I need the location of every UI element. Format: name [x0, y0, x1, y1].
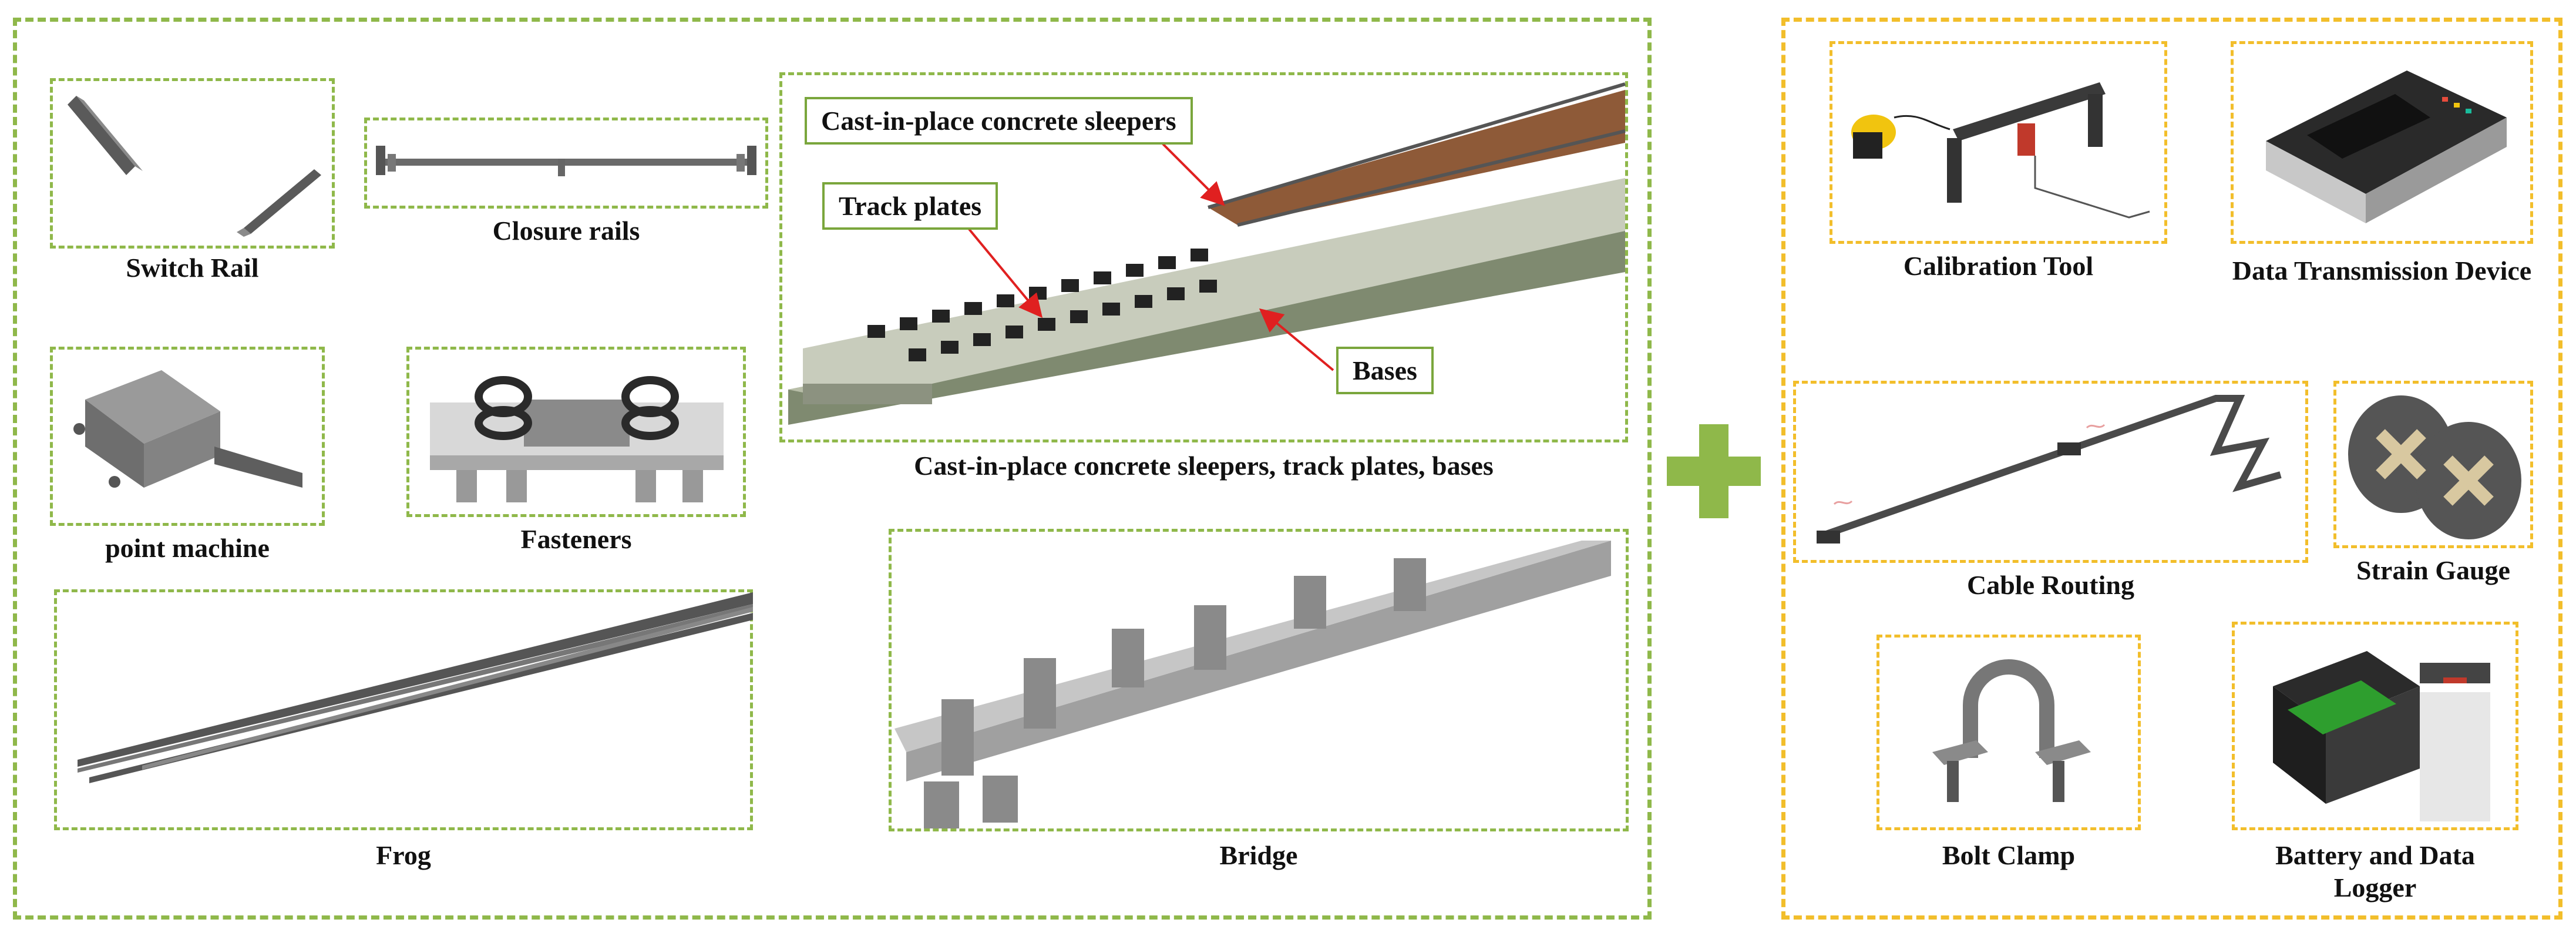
bolt-clamp-label: Bolt Clamp [1942, 840, 2076, 870]
fasteners-box [406, 347, 746, 517]
frog-illustration [78, 592, 753, 783]
fasteners-label: Fasteners [520, 524, 632, 554]
data-transmission-label: Data Transmission Device [2232, 256, 2532, 286]
battery-logger-label: Battery and Data Logger [2275, 840, 2475, 903]
cable-routing-box [1793, 381, 2308, 563]
switch-rail-label: Switch Rail [126, 253, 259, 283]
callout-track-plates: Track plates [822, 182, 998, 230]
closure-rails-illustration [376, 146, 756, 176]
battery-logger-box [2232, 622, 2518, 830]
bridge-label: Bridge [1219, 840, 1298, 870]
monitoring-panel [1781, 18, 2562, 920]
battery-logger-illustration [2273, 651, 2490, 821]
strain-gauge-label: Strain Gauge [2356, 555, 2510, 585]
track-illustration [788, 82, 1626, 425]
data-transmission-illustration [2266, 71, 2507, 223]
bolt-clamp-illustration [1932, 659, 2091, 802]
strain-gauge-illustration [2348, 395, 2521, 539]
infrastructure-panel [13, 18, 1652, 920]
frog-label: Frog [376, 840, 431, 870]
switch-rail-illustration [68, 96, 321, 237]
frog-box [54, 589, 753, 830]
track-box [779, 72, 1628, 442]
closure-rails-box [364, 118, 768, 209]
fasteners-illustration [430, 376, 724, 502]
strain-gauge-box [2333, 381, 2533, 548]
data-transmission-box [2231, 41, 2533, 244]
calibration-tool-illustration [1851, 82, 2150, 219]
switch-rail-box [50, 78, 335, 249]
point-machine-label: point machine [105, 533, 270, 563]
point-machine-box [50, 347, 325, 526]
track-caption: Cast-in-place concrete sleepers, track p… [914, 451, 1494, 481]
plus-icon [1667, 424, 1761, 518]
point-machine-illustration [73, 370, 302, 488]
bridge-illustration [894, 541, 1611, 828]
calibration-tool-box [1830, 41, 2167, 244]
bridge-box [889, 529, 1629, 831]
callout-bases: Bases [1336, 347, 1434, 394]
cable-routing-label: Cable Routing [1967, 570, 2134, 600]
callout-sleepers: Cast-in-place concrete sleepers [805, 97, 1193, 145]
bolt-clamp-box [1876, 635, 2141, 830]
cable-routing-illustration [1817, 395, 2282, 544]
calibration-tool-label: Calibration Tool [1903, 251, 2094, 281]
closure-rails-label: Closure rails [492, 216, 640, 246]
